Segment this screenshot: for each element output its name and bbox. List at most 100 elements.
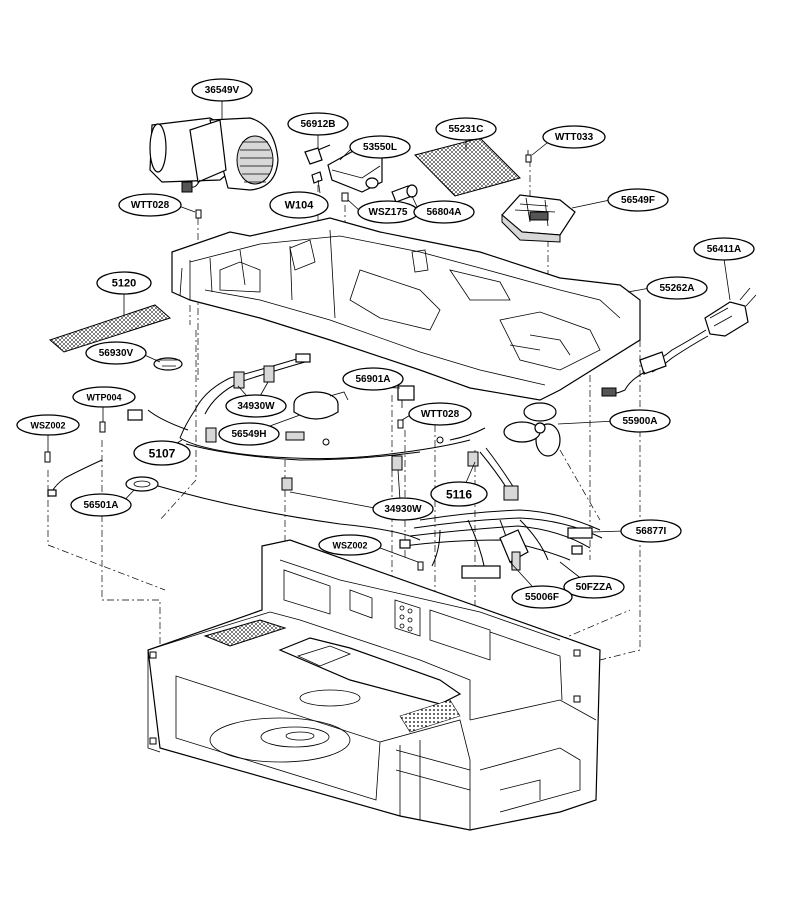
light-assembly-parts [304,144,418,203]
callout-label: 56804A [426,207,461,218]
callout-washer: W104 [269,191,329,219]
callout-label: 56901A [355,374,390,385]
callout-oval [96,271,152,295]
callout-lamp: 56804A [413,200,475,224]
callout-label: 34930W [237,401,275,412]
callout-screw-wtp004: WTP004 [72,386,136,408]
callout-label: 5116 [446,488,472,502]
callout-fuse: 50FZZA [563,575,625,599]
callout-oval [287,112,349,136]
callout-oval [430,481,488,507]
callout-oval [72,386,136,408]
callout-oval [607,188,669,212]
callout-label: 56549H [231,429,266,440]
callout-oval [218,422,280,446]
oven-chassis-part [147,539,601,831]
callout-label: 56501A [83,500,118,511]
callout-screw-wsz175: WSZ175 [357,200,419,224]
callout-label: 50FZZA [576,582,613,593]
callout-oval [511,585,573,609]
callout-oval [70,493,132,517]
callout-noise-filter: 55006F [511,585,573,609]
callout-screw-wtt028-mid: WTT028 [408,402,472,426]
screw-wtp004 [99,421,106,433]
callout-label: 56549F [621,195,655,206]
callout-oval [342,367,404,391]
callout-label: WTP004 [86,393,121,403]
callout-oval [620,519,682,543]
power-cord-part [601,287,757,397]
fan-motor-part [149,117,279,193]
screw-wtt028-top [195,209,202,219]
callout-oval [542,125,606,149]
turntable-motor-part [293,391,349,420]
callout-oval [563,575,625,599]
screws [44,209,424,571]
callout-cooling-fan-blade: 55900A [609,409,671,433]
callout-label: WSZ002 [332,541,367,551]
callout-switch-34930w-bottom: 34930W [372,497,434,521]
callout-label: WTT033 [555,132,594,143]
callout-thermal-fuse: 56501A [70,493,132,517]
callout-oval [118,193,182,217]
callout-fan-motor: 36549V [191,78,253,102]
callout-label: 56411A [707,244,741,255]
callout-hood-light-socket: 56912B [287,112,349,136]
callout-grille-filter: 55231C [435,117,497,141]
callout-oval [133,440,191,466]
callout-label: 53550L [363,142,397,153]
callout-oval [693,237,755,261]
callout-label: 5107 [149,447,176,461]
screw-wsz002-left [44,451,51,463]
callout-screw-wtt028-top: WTT028 [118,193,182,217]
screw-wsz002-bottom [417,561,424,571]
callout-label: W104 [285,200,315,212]
callout-light-holder: 53550L [349,135,411,159]
callout-oval [646,276,708,300]
callout-oval [318,534,382,556]
callout-oval [16,414,80,436]
callout-oval [269,191,329,219]
callout-oval [225,394,287,418]
callout-harness-5107: 5107 [133,440,191,466]
callout-label: 55900A [622,416,657,427]
callout-duct: 5120 [96,271,152,295]
callout-oval [349,135,411,159]
callout-harness-5116: 5116 [430,481,488,507]
callout-oval [85,341,147,365]
callout-oval [435,117,497,141]
callout-label: 55262A [659,283,694,294]
callout-label: 56912B [300,119,335,130]
callout-oval [191,78,253,102]
callout-oval [413,200,475,224]
callout-motor-bracket: 56549F [607,188,669,212]
thermostat-part [153,357,183,371]
thermal-fuse-part [47,459,421,541]
callout-switch-56901a: 56901A [342,367,404,391]
callout-thermostat: 56930V [85,341,147,365]
cooling-fan-blade-part [503,402,561,457]
callout-power-cord: 56411A [693,237,755,261]
grille-filter-part [414,137,521,197]
callout-label: 56877I [636,526,667,537]
callout-label: 55231C [448,124,483,135]
callout-label: WTT028 [131,200,170,211]
callout-screw-wtt033: WTT033 [542,125,606,149]
duct-part [49,304,171,353]
callout-oval [408,402,472,426]
base-plate-part [171,217,641,401]
callout-oval [372,497,434,521]
callout-label: 56930V [99,348,134,359]
callout-label: 36549V [205,85,240,96]
main-harness-part [399,447,603,579]
callout-screw-wsz002-left: WSZ002 [16,414,80,436]
callout-label: WSZ002 [30,421,65,431]
callout-turntable-motor: 56549H [218,422,280,446]
switch-56901a-part [397,385,415,408]
callout-screw-wsz002-bottom: WSZ002 [318,534,382,556]
callout-switch-34930w-top: 34930W [225,394,287,418]
callout-label: WSZ175 [369,207,408,218]
screw-wtt028-mid [397,419,404,429]
callout-main-harness: 56877I [620,519,682,543]
